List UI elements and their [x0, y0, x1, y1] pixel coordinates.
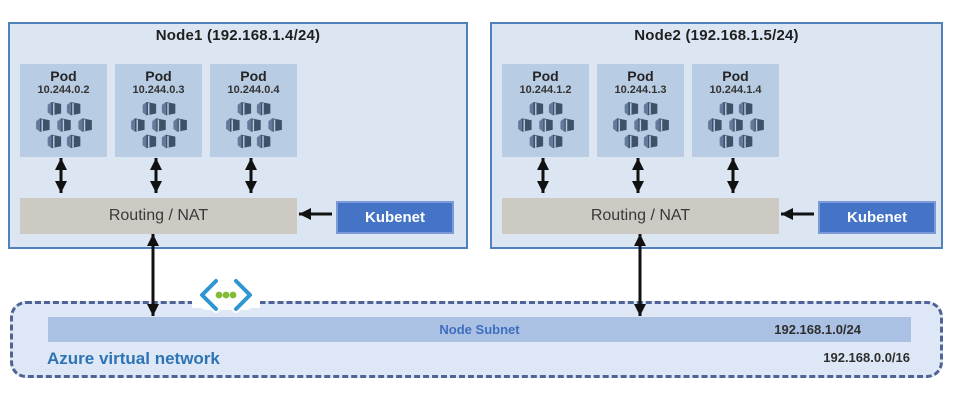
container-cluster-icon: [610, 101, 672, 151]
virtual-network-icon: [198, 277, 254, 313]
node2-title: Node2 (192.168.1.5/24): [634, 27, 799, 44]
container-cluster-icon: [705, 101, 767, 151]
pod-box: Pod 10.244.0.4: [210, 64, 297, 157]
container-cluster-icon: [128, 101, 190, 151]
azure-vnet-cidr: 192.168.0.0/16: [823, 350, 910, 365]
node1-routing-nat-bar: Routing / NAT: [20, 198, 297, 234]
node1-title: Node1 (192.168.1.4/24): [155, 27, 321, 44]
pod-ip: 10.244.1.4: [709, 84, 762, 96]
pod-label: Pod: [532, 68, 559, 84]
azure-vnet-label: Azure virtual network: [47, 349, 220, 368]
pod-box: Pod 10.244.0.2: [20, 64, 107, 157]
pod-label: Pod: [627, 68, 654, 84]
pod-ip: 10.244.0.4: [227, 84, 280, 96]
container-cluster-icon: [515, 101, 577, 151]
pod-ip: 10.244.1.3: [614, 84, 667, 96]
node2-box: Node2 (192.168.1.5/24) Pod 10.244.1.2 Po…: [490, 22, 943, 249]
pod-ip: 10.244.0.3: [132, 84, 185, 96]
container-cluster-icon: [33, 101, 95, 151]
node2-routing-nat-bar: Routing / NAT: [502, 198, 779, 234]
node-subnet-cidr: 192.168.1.0/24: [774, 322, 861, 337]
pod-label: Pod: [240, 68, 267, 84]
pod-box: Pod 10.244.1.2: [502, 64, 589, 157]
azure-vnet-box: Node Subnet 192.168.1.0/24 Azure virtual…: [10, 301, 943, 378]
pod-box: Pod 10.244.1.3: [597, 64, 684, 157]
pod-label: Pod: [722, 68, 749, 84]
container-cluster-icon: [223, 101, 285, 151]
node1-box: Node1 (192.168.1.4/24) Pod 10.244.0.2 Po…: [8, 22, 468, 249]
pod-ip: 10.244.0.2: [37, 84, 90, 96]
node2-kubenet-box: Kubenet: [818, 201, 936, 234]
node-subnet-label: Node Subnet: [439, 322, 520, 337]
pod-box: Pod 10.244.1.4: [692, 64, 779, 157]
pod-ip: 10.244.1.2: [519, 84, 572, 96]
node1-kubenet-box: Kubenet: [336, 201, 454, 234]
pod-label: Pod: [145, 68, 172, 84]
pod-box: Pod 10.244.0.3: [115, 64, 202, 157]
pod-label: Pod: [50, 68, 77, 84]
node-subnet-bar: Node Subnet 192.168.1.0/24: [48, 317, 911, 342]
